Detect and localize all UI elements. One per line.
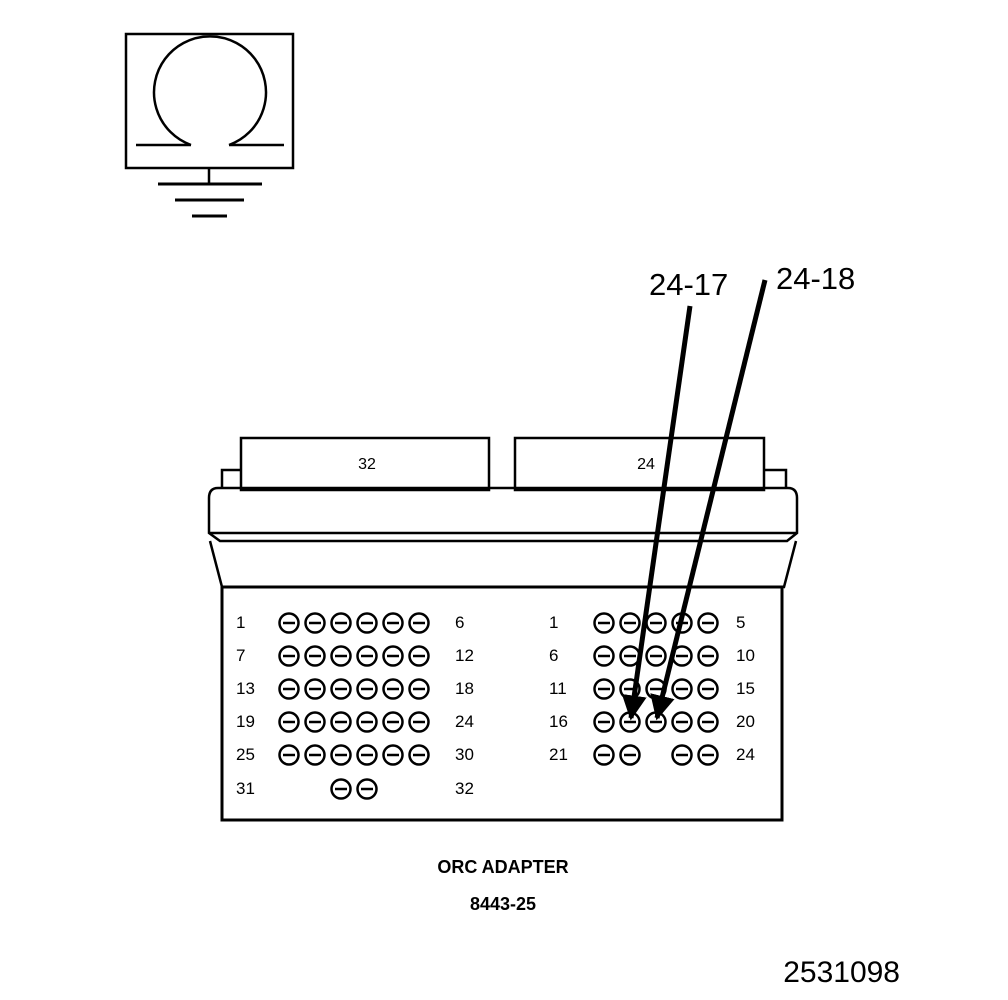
pin-socket-icon xyxy=(330,678,352,700)
pin-label: 31 xyxy=(236,779,255,798)
pin-socket-icon xyxy=(278,744,300,766)
pin-socket-icon xyxy=(356,612,378,634)
left-pin-array xyxy=(278,612,430,800)
tab-label-right: 24 xyxy=(637,456,655,473)
pin-socket-icon xyxy=(697,744,719,766)
pin-socket-icon xyxy=(356,645,378,667)
pin-label: 12 xyxy=(455,646,474,665)
pin-socket-icon xyxy=(645,612,667,634)
pin-socket-icon xyxy=(645,645,667,667)
pin-socket-icon xyxy=(356,711,378,733)
pin-socket-icon xyxy=(330,645,352,667)
connector-housing: 32 24 xyxy=(207,436,799,822)
callout-label-24-17: 24-17 xyxy=(649,267,728,302)
pin-socket-icon xyxy=(278,645,300,667)
adapter-part-number: 8443-25 xyxy=(470,894,536,914)
pin-label: 25 xyxy=(236,745,255,764)
pin-socket-icon xyxy=(356,778,378,800)
pin-socket-icon xyxy=(382,612,404,634)
ground-icon xyxy=(158,182,262,218)
ohm-icon xyxy=(152,35,268,147)
callout-label-24-18: 24-18 xyxy=(776,261,855,296)
pin-socket-icon xyxy=(408,678,430,700)
probe-arrow-24-17 xyxy=(621,305,693,721)
pin-label: 24 xyxy=(455,712,474,731)
pin-socket-icon xyxy=(697,612,719,634)
pin-label: 19 xyxy=(236,712,255,731)
pin-label: 10 xyxy=(736,646,755,665)
pin-label: 6 xyxy=(455,613,464,632)
ohmmeter-symbol xyxy=(124,32,295,218)
pin-socket-icon xyxy=(593,744,615,766)
pin-socket-icon xyxy=(593,612,615,634)
probe-arrow-24-18 xyxy=(650,279,768,721)
pin-label: 20 xyxy=(736,712,755,731)
pin-socket-icon xyxy=(330,612,352,634)
pin-socket-icon xyxy=(593,678,615,700)
tab-label-left: 32 xyxy=(358,456,376,473)
pin-label: 1 xyxy=(549,613,558,632)
pin-label: 32 xyxy=(455,779,474,798)
pin-socket-icon xyxy=(697,711,719,733)
pin-socket-icon xyxy=(382,744,404,766)
pin-socket-icon xyxy=(382,711,404,733)
pin-label: 21 xyxy=(549,745,568,764)
pin-label: 16 xyxy=(549,712,568,731)
pin-socket-icon xyxy=(356,744,378,766)
pin-socket-icon xyxy=(278,711,300,733)
pin-socket-icon xyxy=(593,645,615,667)
pin-socket-icon xyxy=(671,711,693,733)
pin-label: 24 xyxy=(736,745,755,764)
pin-socket-icon xyxy=(671,744,693,766)
left-pin-block: 1 6 7 12 13 18 19 24 25 30 31 32 xyxy=(236,612,474,800)
figure-number: 2531098 xyxy=(783,956,900,989)
pin-socket-icon xyxy=(408,612,430,634)
pin-socket-icon xyxy=(356,678,378,700)
pin-label: 11 xyxy=(549,679,567,698)
pin-label: 13 xyxy=(236,679,255,698)
pin-label: 30 xyxy=(455,745,474,764)
pin-socket-icon xyxy=(278,612,300,634)
pin-socket-icon xyxy=(697,645,719,667)
pin-label: 1 xyxy=(236,613,245,632)
pin-socket-icon xyxy=(330,711,352,733)
pin-socket-icon xyxy=(330,744,352,766)
pin-socket-icon xyxy=(619,612,641,634)
pin-socket-icon xyxy=(304,612,326,634)
pin-socket-icon xyxy=(304,711,326,733)
pin-socket-icon xyxy=(278,678,300,700)
pin-socket-icon xyxy=(593,711,615,733)
pin-label: 6 xyxy=(549,646,558,665)
pin-socket-icon xyxy=(330,778,352,800)
pin-socket-icon xyxy=(408,645,430,667)
pin-label: 7 xyxy=(236,646,245,665)
right-pin-array xyxy=(593,612,719,766)
pin-socket-icon xyxy=(304,645,326,667)
right-pin-block: 1 5 6 10 11 15 16 20 21 24 xyxy=(549,612,755,766)
pin-socket-icon xyxy=(619,645,641,667)
pin-socket-icon xyxy=(671,678,693,700)
pin-label: 18 xyxy=(455,679,474,698)
pin-socket-icon xyxy=(304,744,326,766)
pin-label: 5 xyxy=(736,613,745,632)
adapter-title: ORC ADAPTER xyxy=(437,857,568,877)
pin-socket-icon xyxy=(697,678,719,700)
pin-socket-icon xyxy=(382,678,404,700)
pin-socket-icon xyxy=(304,678,326,700)
pin-socket-icon xyxy=(408,744,430,766)
pin-socket-icon xyxy=(619,744,641,766)
probe-callouts: 24-17 24-18 xyxy=(621,261,855,721)
pin-socket-icon xyxy=(382,645,404,667)
pin-socket-icon xyxy=(408,711,430,733)
pin-label: 15 xyxy=(736,679,755,698)
